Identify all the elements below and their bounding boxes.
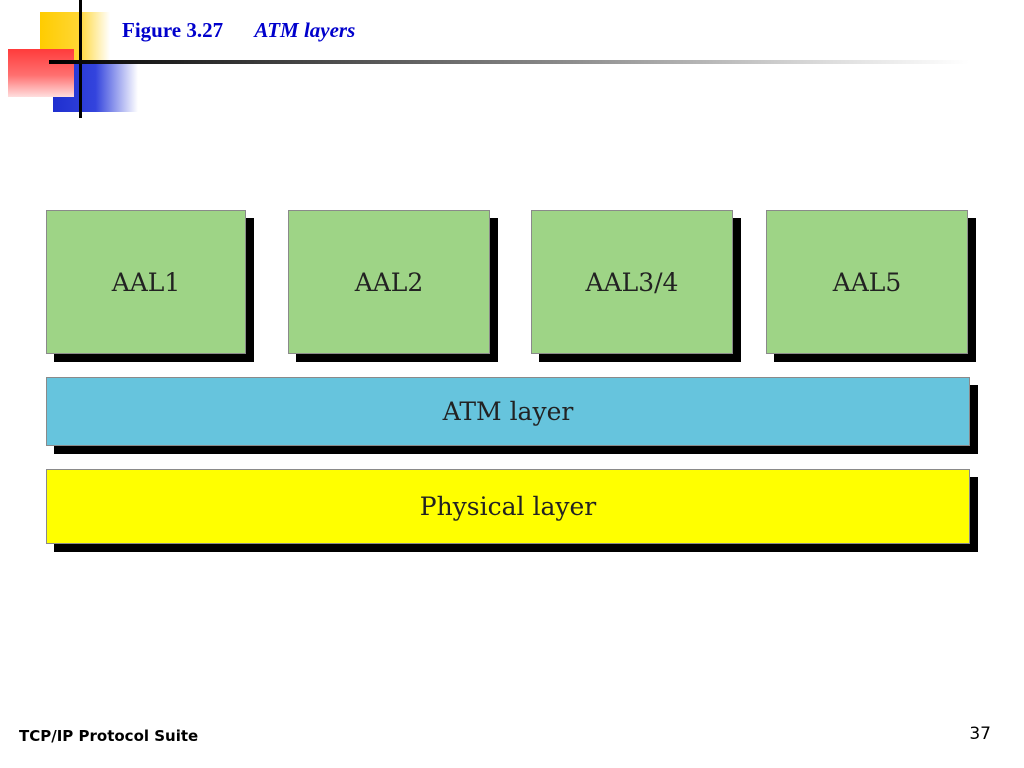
figure-number: Figure 3.27: [122, 18, 224, 42]
logo-red-block: [8, 49, 74, 97]
page-number: 37: [969, 724, 991, 744]
slide-title: Figure 3.27 ATM layers: [122, 18, 355, 43]
physical-layer-box: Physical layer: [46, 469, 970, 544]
aal1-box: AAL1: [46, 210, 246, 354]
figure-name: ATM layers: [254, 18, 356, 42]
atm-layer-box: ATM layer: [46, 377, 970, 446]
logo-vertical-line: [79, 0, 82, 118]
footer-text: TCP/IP Protocol Suite: [19, 727, 199, 745]
aal5-box: AAL5: [766, 210, 968, 354]
aal2-box: AAL2: [288, 210, 490, 354]
aal3-4-box: AAL3/4: [531, 210, 733, 354]
title-underline: [49, 60, 969, 64]
